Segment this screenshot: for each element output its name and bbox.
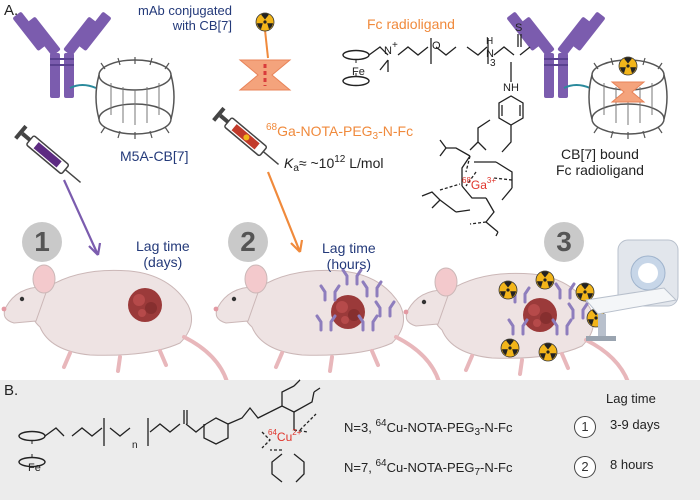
- cu-center-label: 64Cu2+: [268, 428, 302, 444]
- pet-scanner-icon: [585, 239, 679, 341]
- lag-row-1: 3-9 days: [610, 417, 660, 432]
- lag-time-header: Lag time: [606, 391, 656, 406]
- atom-n-subscript: n: [132, 440, 138, 451]
- ga-center-label: 68Ga3+: [462, 176, 497, 192]
- atom-n-plus: N+: [384, 40, 398, 57]
- cu-peg7-label: N=7, 64Cu-NOTA-PEG7-N-Fc: [344, 458, 513, 478]
- step-3-marker: 3: [544, 222, 584, 262]
- step-2-marker: 2: [228, 222, 268, 262]
- arrow-1: [62, 179, 100, 256]
- atom-s: S: [515, 22, 523, 34]
- panel-b: [0, 380, 700, 500]
- bound-ligand-3: [610, 81, 646, 103]
- row-1-marker: 1: [574, 416, 596, 438]
- arrow-2: [266, 171, 302, 253]
- fc-chemical-structure: [342, 34, 531, 237]
- atom-o: O: [432, 40, 441, 52]
- atom-fe-b: Fe: [28, 462, 41, 474]
- cu-peg3-label: N=3, 64Cu-NOTA-PEG3-N-Fc: [344, 418, 513, 438]
- atom-n: N: [486, 48, 494, 60]
- lag-row-2: 8 hours: [610, 457, 654, 472]
- step-1-marker: 1: [22, 222, 62, 262]
- ga-nota-label: 68Ga-NOTA-PEG3-N-Fc: [266, 122, 414, 142]
- cb7-bound-label: CB[7] bound Fc radioligand: [556, 146, 644, 179]
- atom-subscript-3: 3: [490, 58, 496, 69]
- fc-radioligand-icon: [238, 12, 292, 91]
- mab-label: mAb conjugated with CB[7]: [138, 3, 232, 33]
- row-2-marker: 2: [574, 456, 596, 478]
- lag-time-hours-label: Lag time (hours): [322, 240, 376, 273]
- m5a-cb7-label: M5A-CB[7]: [120, 148, 189, 164]
- lag-time-days-label: Lag time (days): [136, 238, 190, 271]
- atom-nh: NH: [503, 82, 519, 94]
- atom-fe: Fe: [352, 66, 365, 78]
- linker-1: [69, 84, 97, 89]
- atom-h: H: [486, 36, 494, 47]
- ka-label: Ka≈ ~1012 L/mol: [284, 154, 384, 174]
- syringe-1-icon: [14, 124, 82, 183]
- fc-radioligand-label: Fc radioligand: [367, 16, 455, 32]
- panel-a-label: A.: [4, 2, 19, 19]
- panel-b-label: B.: [4, 382, 19, 399]
- syringe-2-icon: [212, 106, 280, 165]
